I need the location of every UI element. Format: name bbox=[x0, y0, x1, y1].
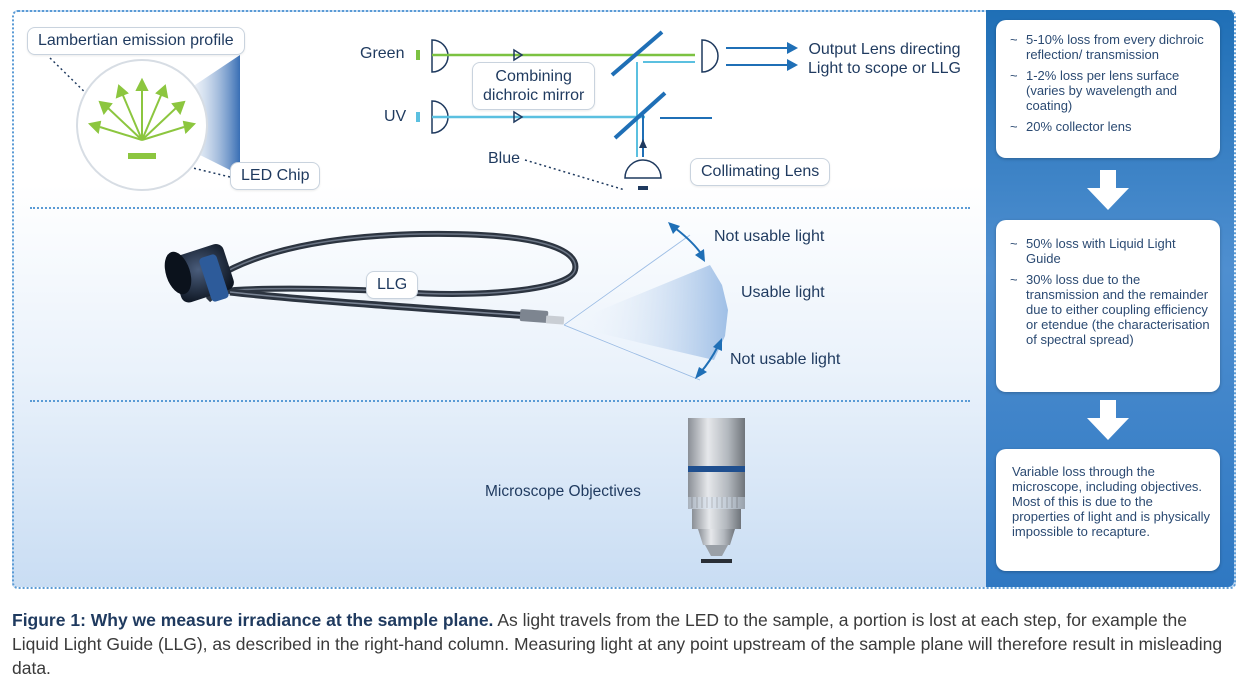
output-lens-line2: Light to scope or LLG bbox=[808, 60, 961, 77]
separator-1 bbox=[30, 207, 970, 209]
output-lens-line1: Output Lens directing bbox=[808, 41, 961, 58]
output-lens-label: Output Lens directing Light to scope or … bbox=[808, 40, 961, 78]
collimating-lens-icon bbox=[624, 159, 662, 179]
combining-mirror-label: Combining dichroic mirror bbox=[472, 62, 596, 110]
caption-title: Figure 1: Why we measure irradiance at t… bbox=[12, 610, 494, 630]
microscope-label: Microscope Objectives bbox=[485, 483, 641, 500]
loss-box-microscope: Variable loss through the microscope, in… bbox=[996, 449, 1220, 571]
not-usable-top-arrow bbox=[668, 222, 705, 262]
not-usable-bottom-label: Not usable light bbox=[730, 351, 841, 368]
output-lens-icon bbox=[701, 39, 719, 73]
green-label: Green bbox=[360, 45, 405, 62]
loss-item: 20% collector lens bbox=[1010, 119, 1210, 134]
not-usable-top-label: Not usable light bbox=[714, 228, 825, 245]
usable-light-cone bbox=[564, 265, 728, 360]
led-chip-label: LED Chip bbox=[230, 162, 321, 190]
separator-2 bbox=[30, 400, 970, 402]
loss-box-light-source: 5-10% loss from every dichroic reflectio… bbox=[996, 20, 1220, 158]
led-chip-leader bbox=[159, 159, 231, 178]
loss-text: Variable loss through the microscope, in… bbox=[1012, 464, 1210, 539]
blue-label: Blue bbox=[488, 150, 521, 167]
led-chip bbox=[128, 153, 156, 159]
loss-item: 50% loss with Liquid Light Guide bbox=[1010, 236, 1210, 266]
loss-item: 1-2% loss per lens surface (varies by wa… bbox=[1010, 68, 1210, 113]
llg-cable bbox=[205, 230, 579, 325]
figure-caption: Figure 1: Why we measure irradiance at t… bbox=[12, 608, 1227, 680]
collimating-lens-label: Collimating Lens bbox=[690, 158, 831, 186]
down-arrow-2 bbox=[1087, 400, 1129, 440]
blue-led bbox=[638, 186, 648, 190]
dichroic-mirror-top bbox=[610, 30, 664, 77]
lambertian-label: Lambertian emission profile bbox=[27, 27, 245, 55]
combining-mirror-line1: Combining bbox=[495, 68, 572, 85]
dichroic-mirror-bottom bbox=[613, 91, 667, 140]
not-usable-bottom-arrow bbox=[695, 338, 722, 379]
usable-light-label: Usable light bbox=[741, 284, 825, 301]
lambertian-arrows bbox=[87, 77, 197, 141]
uv-label: UV bbox=[384, 108, 407, 125]
microscope-objective bbox=[688, 418, 745, 563]
blue-leader bbox=[524, 159, 626, 191]
down-arrow-1 bbox=[1087, 170, 1129, 210]
llg-light-source bbox=[164, 243, 234, 303]
loss-box-llg: 50% loss with Liquid Light Guide 30% los… bbox=[996, 220, 1220, 392]
uv-led bbox=[416, 112, 420, 122]
loss-item: 5-10% loss from every dichroic reflectio… bbox=[1010, 32, 1210, 62]
green-led bbox=[416, 50, 420, 60]
combining-mirror-line2: dichroic mirror bbox=[483, 87, 585, 104]
caption-text: As light travels from the LED to the sam… bbox=[12, 610, 1223, 678]
loss-item: 30% loss due to the transmission and the… bbox=[1010, 272, 1210, 347]
llg-label: LLG bbox=[366, 271, 419, 299]
